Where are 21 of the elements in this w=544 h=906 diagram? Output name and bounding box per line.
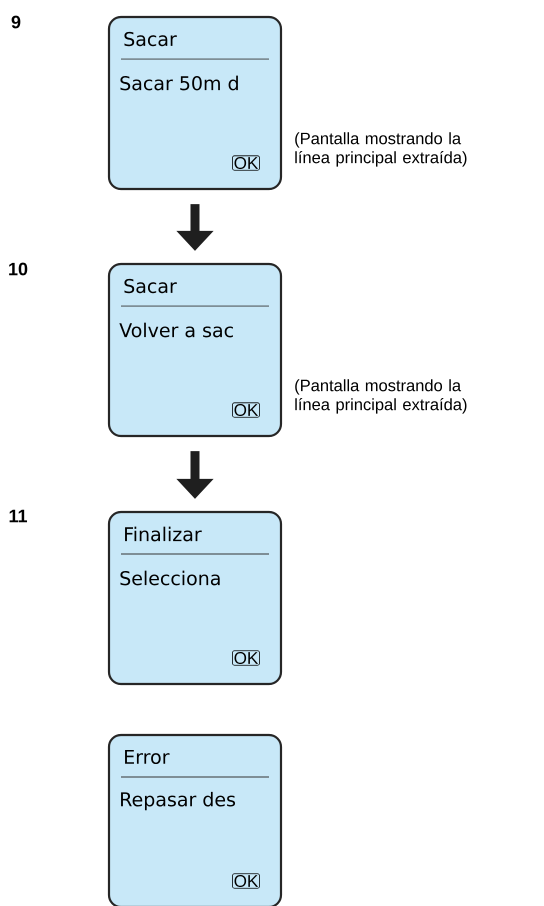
- note-text: (Pantalla mostrando la línea principal extraída): [295, 132, 466, 167]
- screen-box: [108, 510, 282, 686]
- screen-title: Error: [125, 750, 170, 764]
- step-number: 11: [10, 510, 28, 522]
- note-text: (Pantalla mostrando la línea principal extraída): [295, 379, 466, 414]
- screen-text: Volver a sac: [119, 322, 233, 338]
- screen-title: Sacar: [124, 278, 177, 294]
- screen-text: Repasar des: [121, 792, 236, 810]
- step-number: 9: [12, 16, 20, 28]
- screen-box: [108, 16, 282, 190]
- screen-text: Sacar 50m d: [120, 76, 238, 90]
- ok-button: OK: [232, 650, 260, 666]
- screen-box: [108, 262, 282, 438]
- step-number: 10: [9, 262, 28, 276]
- ok-button: OK: [232, 873, 260, 889]
- screen-text: Selecciona: [120, 570, 220, 586]
- ok-button: OK: [232, 155, 260, 171]
- screen-title: Finalizar: [125, 526, 202, 542]
- ok-button: OK: [232, 402, 260, 418]
- screen-box: [108, 734, 282, 906]
- screen-title: Sacar: [124, 32, 177, 46]
